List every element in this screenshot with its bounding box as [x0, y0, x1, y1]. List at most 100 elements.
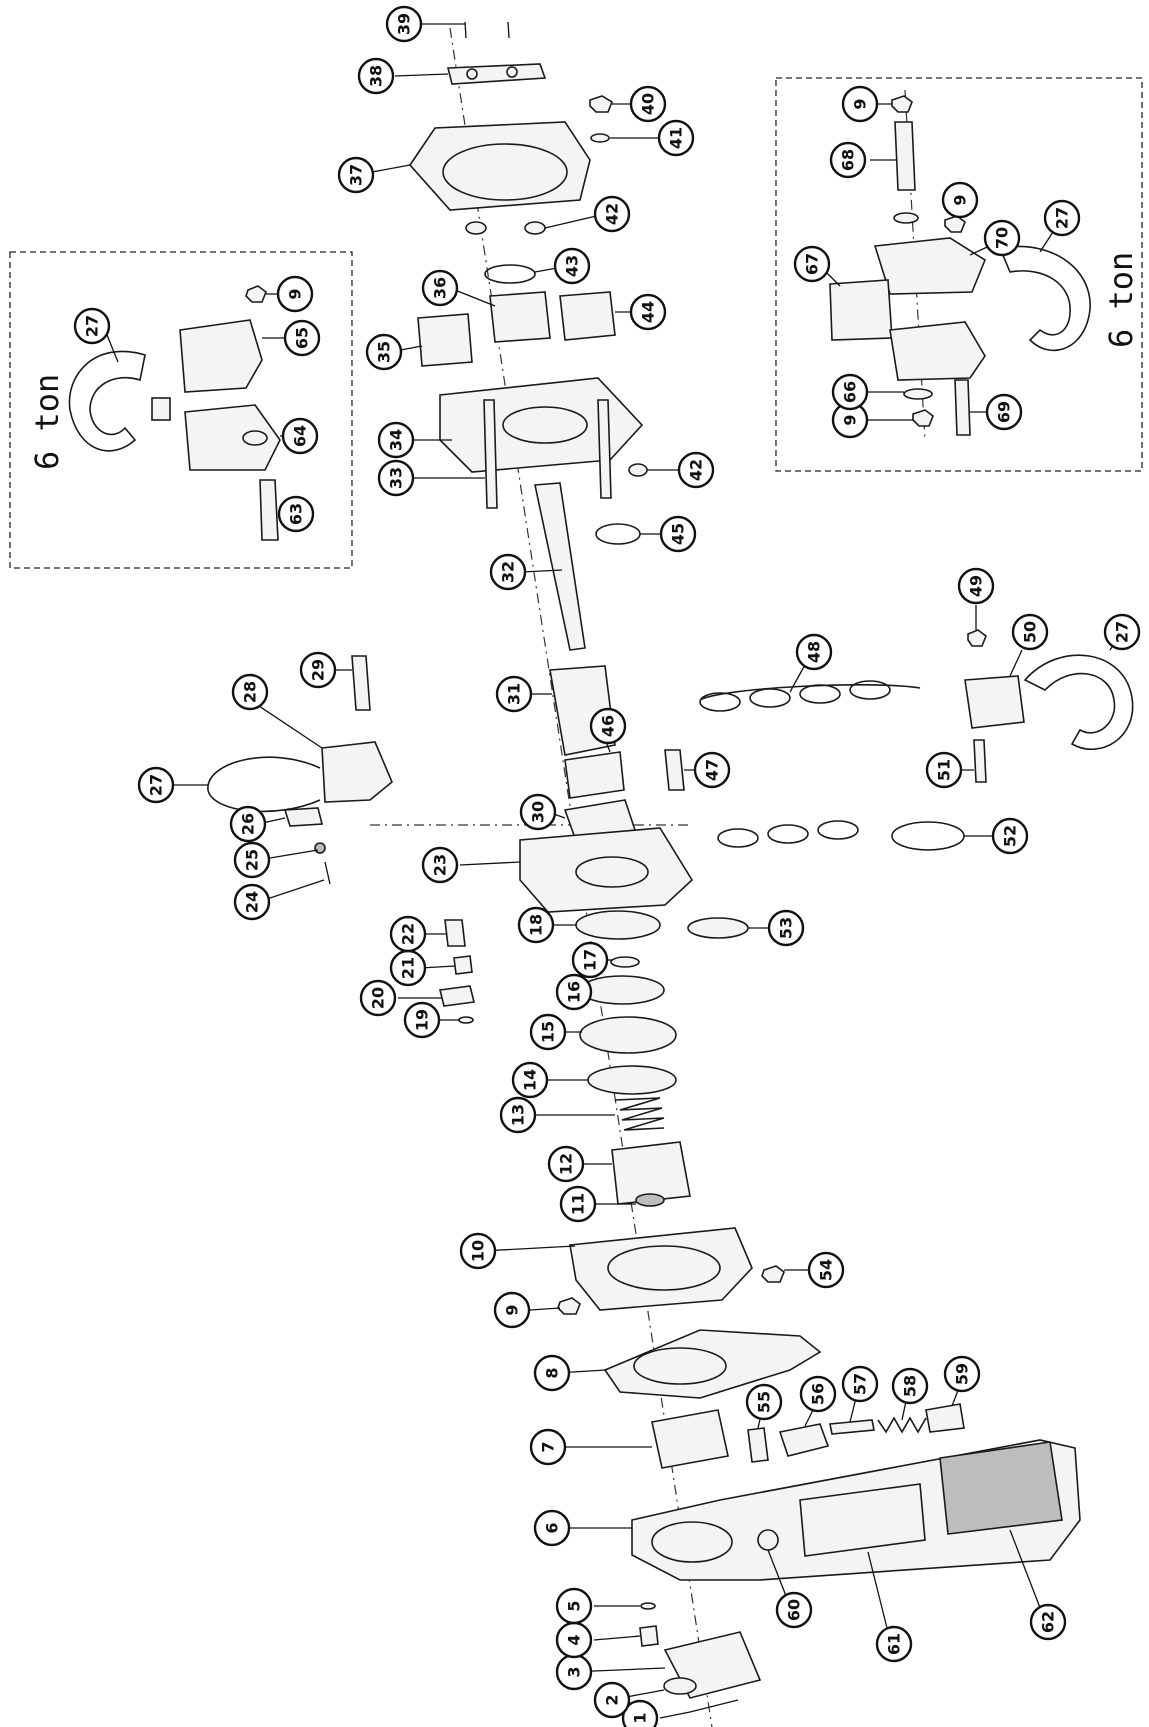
callout-number: 48: [805, 641, 824, 663]
snap-ring-43-shape: [484, 264, 536, 284]
callout-number: 66: [841, 381, 860, 403]
lever-mech-group: [747, 1379, 965, 1463]
callout-circle: [553, 247, 591, 285]
chain-52-link-c: [817, 820, 859, 840]
pin-24-shape: [324, 861, 331, 885]
callout-61: 61: [875, 1625, 913, 1663]
callout-number: 9: [841, 414, 860, 425]
callout-number: 31: [505, 683, 524, 705]
callout-47: 47: [693, 751, 731, 789]
callout-number: 17: [581, 949, 600, 971]
callout-circle: [233, 841, 271, 879]
callout-19: 19: [403, 1001, 441, 1039]
callout-number: 7: [539, 1441, 558, 1452]
knob-group: [569, 1602, 762, 1719]
washer-66-shape: [903, 388, 933, 400]
callout-66: 66: [831, 373, 869, 411]
callout-42: 42: [593, 195, 631, 233]
callout-23: 23: [421, 846, 459, 884]
callout-number: 63: [287, 503, 306, 525]
callout-number: 34: [387, 429, 406, 451]
callout-circle: [925, 751, 963, 789]
callout-circle: [421, 846, 459, 884]
callout-number: 70: [993, 227, 1012, 249]
callout-2: 2: [593, 1681, 631, 1719]
callout-number: 11: [569, 1193, 588, 1215]
callout-number: 9: [851, 98, 870, 109]
callout-11: 11: [559, 1185, 597, 1223]
callout-25: 25: [233, 841, 271, 879]
ring-45-shape: [595, 523, 641, 545]
nut-42-a-shape: [465, 221, 487, 235]
callout-circle: [1011, 613, 1049, 651]
hook-block-28-shape: [321, 741, 393, 803]
callout-circle: [555, 973, 593, 1011]
screw-39-a: [464, 21, 467, 39]
ring-53-shape: [687, 917, 749, 939]
callout-circle: [359, 979, 397, 1017]
chain-hook-right-group: [699, 605, 1134, 851]
pin-55-shape: [747, 1427, 769, 1463]
callout-37: 37: [337, 156, 375, 194]
callout-55: 55: [745, 1383, 783, 1421]
leader-50: [1009, 649, 1023, 677]
chain-52-link-a: [717, 828, 759, 848]
callout-number: 61: [885, 1633, 904, 1655]
callout-70: 70: [983, 219, 1021, 257]
plate-34-group: [410, 377, 692, 545]
coil-52-shape: [891, 821, 965, 851]
callout-circle: [745, 1383, 783, 1421]
nut-9-inset-left-shape: [245, 285, 267, 303]
handle-6-bore: [651, 1521, 733, 1563]
callout-circle: [377, 459, 415, 497]
spring-21-shape: [453, 955, 473, 975]
callout-circle: [533, 1354, 571, 1392]
callout-layer: 1234567899999101112131415161718192021222…: [73, 5, 1141, 1727]
callout-number: 22: [399, 923, 418, 945]
bolt-4-shape: [639, 1625, 659, 1647]
callout-9: 9: [841, 85, 879, 123]
callout-number: 15: [539, 1021, 558, 1043]
shaft-32-shape: [534, 482, 586, 651]
hub-11-shape: [635, 1193, 665, 1207]
callout-12: 12: [547, 1145, 585, 1183]
callout-number: 27: [83, 315, 102, 337]
callout-number: 25: [243, 849, 262, 871]
washer-41-shape: [590, 133, 610, 143]
callout-number: 57: [851, 1373, 870, 1395]
callout-circle: [281, 417, 319, 455]
callout-7: 7: [529, 1428, 567, 1466]
inset-6-ton-right: 6 ton: [775, 77, 1143, 472]
callout-circle: [495, 675, 533, 713]
callout-number: 20: [369, 987, 388, 1009]
callout-circle: [983, 219, 1021, 257]
callout-number: 12: [557, 1153, 576, 1175]
hook-block-64-shape: [184, 404, 281, 471]
callout-number: 50: [1021, 621, 1040, 643]
callout-circle: [517, 906, 555, 944]
callout-35: 35: [365, 333, 403, 371]
callout-circle: [73, 307, 111, 345]
callout-number: 42: [603, 203, 622, 225]
callout-circle: [941, 181, 979, 219]
callout-circle: [629, 85, 667, 123]
callout-65: 65: [283, 319, 321, 357]
callout-9: 9: [941, 181, 979, 219]
callout-68: 68: [829, 141, 867, 179]
callout-number: 65: [293, 327, 312, 349]
callout-number: 45: [669, 523, 688, 545]
cover-37-bore: [442, 143, 568, 201]
callout-53: 53: [767, 909, 805, 947]
callout-number: 9: [503, 1304, 522, 1315]
callout-number: 13: [509, 1104, 528, 1126]
callout-circle: [593, 195, 631, 233]
callout-54: 54: [807, 1251, 845, 1289]
hook-block-70-shape: [873, 237, 986, 295]
callout-26: 26: [229, 805, 267, 843]
washer-5-shape: [640, 1602, 656, 1610]
right-inset-axis: [904, 89, 926, 441]
callout-number: 52: [1001, 825, 1020, 847]
callout-16: 16: [555, 973, 593, 1011]
callout-number: 27: [147, 774, 166, 796]
stud-33-b: [597, 399, 612, 499]
